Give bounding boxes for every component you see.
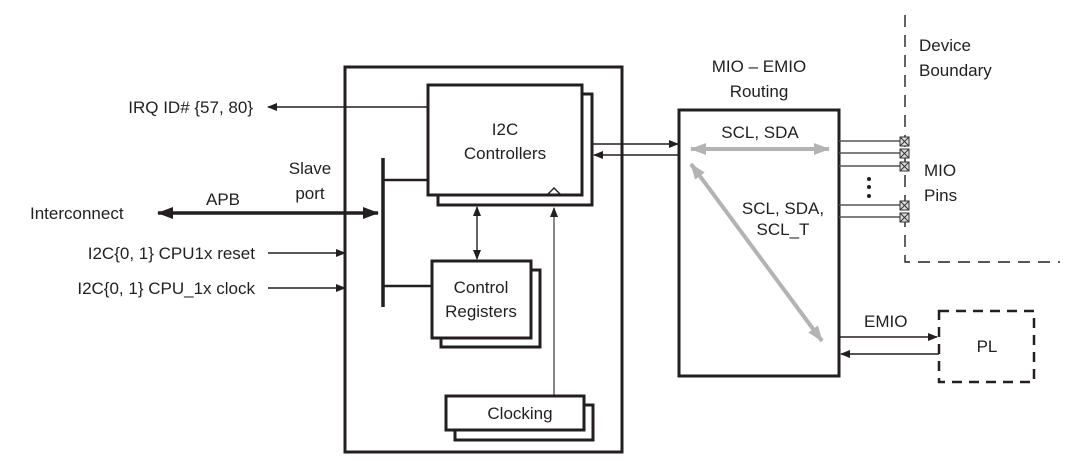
pl-label: PL <box>977 337 998 356</box>
irq-label: IRQ ID# {57, 80} <box>128 98 253 117</box>
i2c-controllers-box <box>426 83 584 197</box>
control-registers-box <box>430 259 533 340</box>
i2c-controllers-label-1: I2C <box>492 120 518 139</box>
pin-icon <box>899 161 910 172</box>
apb-label: APB <box>206 190 240 209</box>
emio-routing-arrow <box>689 162 824 343</box>
mio-emio-title-1: MIO – EMIO <box>712 57 806 76</box>
slave-port-label-1: Slave <box>289 159 332 178</box>
emio-label: EMIO <box>864 312 907 331</box>
mio-pin-lines <box>839 140 900 218</box>
pin-icon <box>899 212 910 223</box>
pl-box <box>937 309 1036 384</box>
device-boundary-line <box>904 15 1060 263</box>
clocking-label: Clocking <box>487 404 552 423</box>
pin-icon <box>899 200 910 211</box>
mio-signals-label: SCL, SDA <box>721 123 799 142</box>
reset-label: I2C{0, 1} CPU1x reset <box>88 244 256 263</box>
mio-pin-icons <box>899 136 910 223</box>
emio-signals-label-2: SCL_T <box>757 220 810 239</box>
mio-emio-title-2: Routing <box>730 82 789 101</box>
pin-icon <box>899 148 910 159</box>
clock-input-notch <box>546 187 562 196</box>
device-boundary-label-1: Device <box>919 36 971 55</box>
pin-icon <box>899 136 910 147</box>
pin-ellipsis-icon <box>867 177 871 198</box>
control-registers-label-2: Registers <box>445 302 517 321</box>
i2c-controllers-label-2: Controllers <box>464 144 546 163</box>
interconnect-label: Interconnect <box>30 204 124 223</box>
slave-port-label-2: port <box>295 184 325 203</box>
clocking-box <box>444 394 586 432</box>
control-registers-label-1: Control <box>454 278 509 297</box>
emio-signals-label-1: SCL, SDA, <box>742 199 824 218</box>
mio-pins-label-2: Pins <box>924 186 957 205</box>
mio-pins-label-1: MIO <box>924 161 956 180</box>
device-boundary-label-2: Boundary <box>919 61 992 80</box>
clock-label: I2C{0, 1} CPU_1x clock <box>77 279 255 298</box>
